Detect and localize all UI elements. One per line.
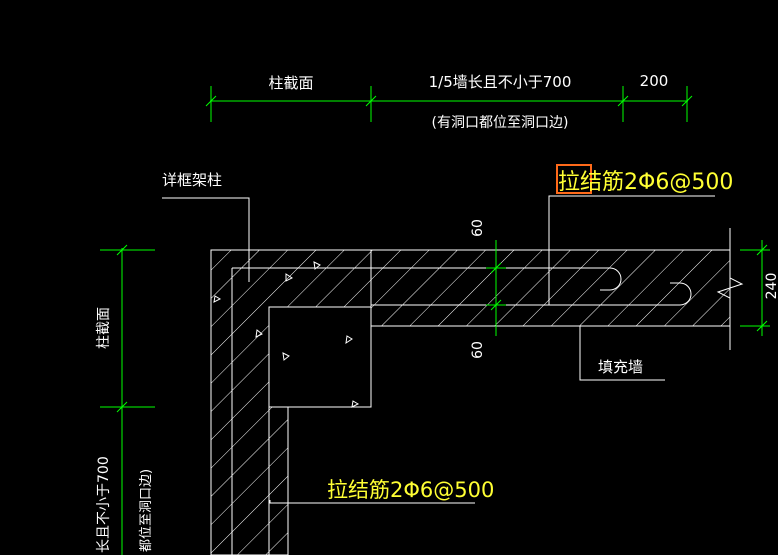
wall-tie-bar-lower (371, 282, 692, 306)
column-core (268, 306, 372, 408)
concrete-aggregate-marks (213, 261, 360, 408)
infill-wall-label: 填充墙 (598, 358, 643, 376)
left-dimension-chain (100, 244, 155, 555)
wall-break-symbol (716, 228, 744, 350)
dim-60-upper-label: 60 (470, 219, 486, 237)
wall-tie-bar-upper (371, 267, 622, 291)
tie-bar-top-highlight-text: 拉结 (558, 170, 602, 195)
wall-thickness-dimensions (486, 240, 770, 336)
top-dim-wall-note-label: (有洞口都位至洞口边) (432, 115, 569, 131)
top-dim-wall-length-label: 1/5墙长且不小于700 (429, 73, 572, 91)
frame-column-label: 详框架柱 (162, 171, 222, 189)
tie-bar-top-label: 拉结筋2Φ6@500 (558, 170, 733, 195)
left-dim-wall-length-label: 长且不小于700 (96, 456, 112, 553)
annotation-leaders (162, 195, 715, 504)
column-and-wall-geometry (210, 228, 744, 555)
top-dimension-chain (205, 86, 693, 122)
top-dim-end-label: 200 (640, 72, 669, 90)
left-dim-column-section-label: 柱截面 (96, 307, 112, 349)
dim-60-lower-label: 60 (470, 341, 486, 359)
tie-bar-highlight-box (556, 164, 592, 194)
top-dim-column-section-label: 柱截面 (268, 74, 313, 92)
dim-240-label: 240 (764, 273, 778, 300)
tie-bar-top-rest-text: 筋2Φ6@500 (602, 170, 733, 195)
tie-bar-bottom-label: 拉结筋2Φ6@500 (327, 478, 494, 502)
infill-wall-hatch (370, 249, 731, 327)
column-inner-outline (231, 267, 371, 555)
left-dim-wall-note-label: 都位至洞口边) (139, 469, 154, 552)
